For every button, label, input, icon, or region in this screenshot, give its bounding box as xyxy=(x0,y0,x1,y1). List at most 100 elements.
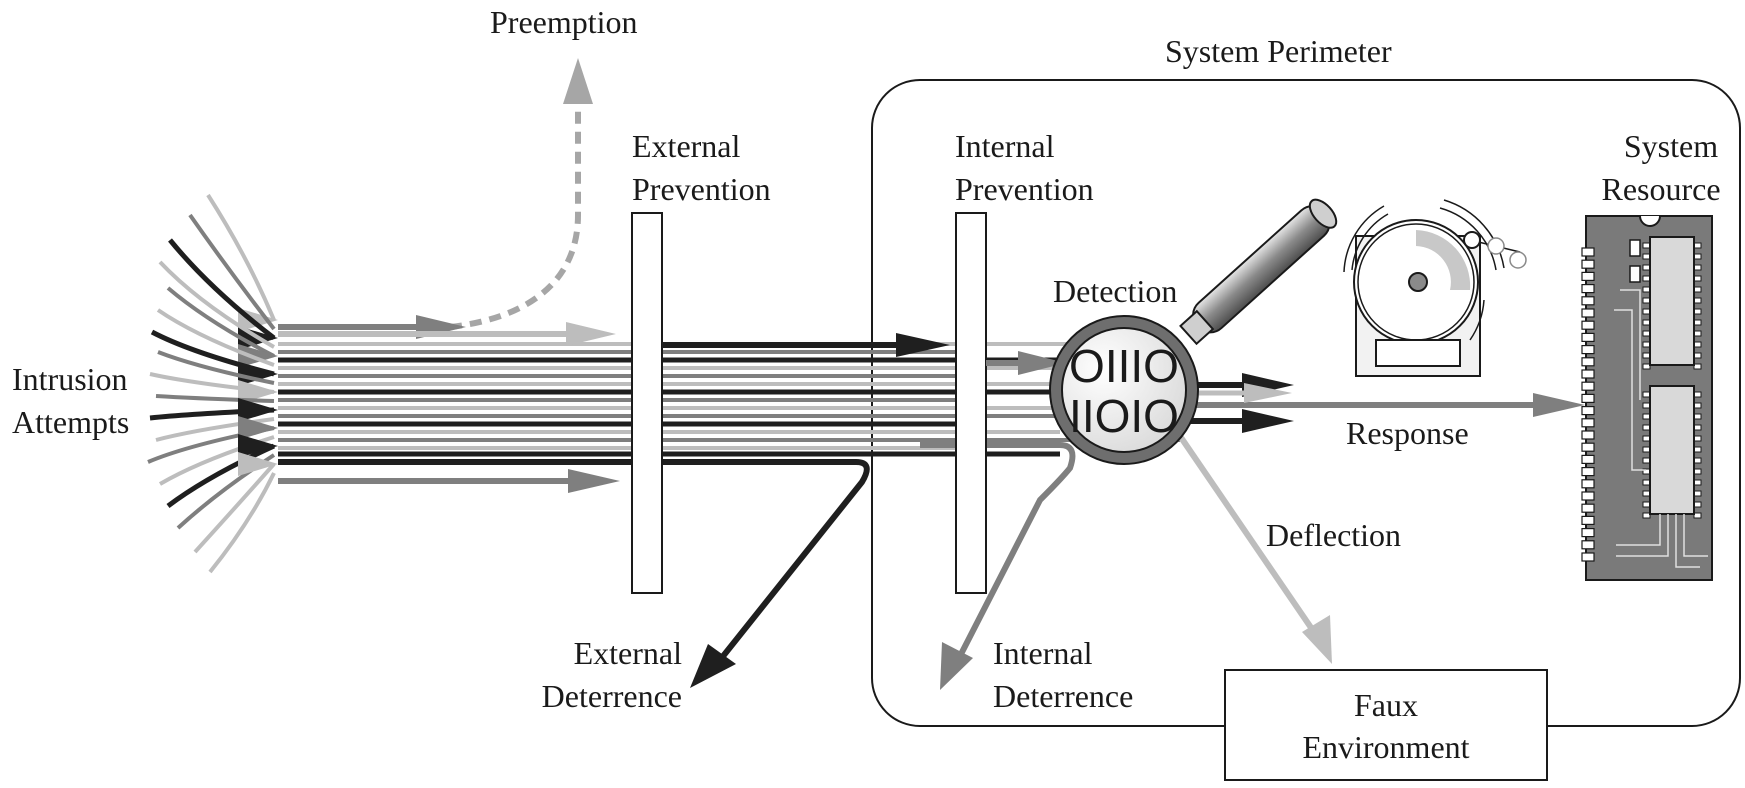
fan-curve xyxy=(156,308,275,367)
magnifier-bits-line-2: IIOIO xyxy=(1069,390,1179,442)
attack-streams xyxy=(278,342,1180,457)
board-edge-pin xyxy=(1581,503,1595,513)
board-edge-pin xyxy=(1581,406,1595,416)
intrusion-fan xyxy=(147,193,278,574)
chip-pin xyxy=(1693,391,1702,398)
fan-curve xyxy=(168,238,276,340)
chip-pin xyxy=(1693,479,1702,486)
board-edge-pin xyxy=(1581,296,1595,306)
stream-arrowhead-d xyxy=(568,469,620,493)
deflection-path xyxy=(1177,434,1319,637)
internal-deterrence-arrowhead xyxy=(940,642,973,690)
label-external-prevention-2: Prevention xyxy=(632,171,771,207)
fan-curve xyxy=(155,417,275,442)
board-edge-pin xyxy=(1581,552,1595,562)
board-pins xyxy=(1581,247,1595,562)
fan-curve xyxy=(208,472,276,574)
chip-pin xyxy=(1693,242,1702,249)
chip-pin xyxy=(1693,446,1702,453)
fan-arrowhead xyxy=(238,416,278,440)
chip-pin xyxy=(1642,242,1651,249)
chip-pin xyxy=(1693,457,1702,464)
label-deflection: Deflection xyxy=(1266,517,1401,553)
chip-pin xyxy=(1642,253,1651,260)
chip-pin xyxy=(1642,413,1651,420)
fan-arrowhead xyxy=(238,362,278,386)
label-faux-environment-1: Faux xyxy=(1354,687,1418,723)
board-edge-pin xyxy=(1581,540,1595,550)
chip-pin xyxy=(1693,286,1702,293)
fan-arrowhead xyxy=(238,434,278,458)
fan-curve xyxy=(166,443,276,509)
board-edge-pin xyxy=(1581,515,1595,526)
board-edge-pin xyxy=(1581,381,1595,391)
label-internal-deterrence-1: Internal xyxy=(993,635,1093,671)
system-resource-board-icon xyxy=(1581,215,1713,581)
chip-pin xyxy=(1693,253,1702,260)
fan-curve xyxy=(188,213,276,331)
label-external-prevention-1: External xyxy=(632,128,741,164)
chip-pin xyxy=(1642,402,1651,409)
faux-environment-box xyxy=(1224,669,1548,781)
chip-pin xyxy=(1642,319,1651,326)
chip-pin xyxy=(1642,352,1651,359)
chip-pin xyxy=(1693,501,1702,508)
chip-pin xyxy=(1693,512,1702,519)
board-edge-pin xyxy=(1581,467,1595,477)
chip-pin xyxy=(1693,413,1702,420)
label-response: Response xyxy=(1346,415,1469,451)
label-system-perimeter: System Perimeter xyxy=(1165,33,1392,69)
fan-curve xyxy=(206,193,276,321)
board-edge-pin xyxy=(1581,454,1595,464)
response-arrowhead xyxy=(1533,393,1585,417)
internal-prevention-wall xyxy=(955,212,987,594)
chip-pin xyxy=(1642,512,1651,519)
label-external-deterrence-1: External xyxy=(574,635,683,671)
chip-pin xyxy=(1693,275,1702,282)
exit-arrowhead-3 xyxy=(1244,383,1292,403)
chip-pin xyxy=(1642,490,1651,497)
external-deterrence-path xyxy=(278,459,870,662)
external-deterrence-arrowhead xyxy=(690,644,736,688)
chip-pin xyxy=(1693,264,1702,271)
chip-pin xyxy=(1693,424,1702,431)
chip-pin xyxy=(1642,479,1651,486)
chip-pin xyxy=(1693,330,1702,337)
board-edge-pin xyxy=(1581,442,1595,452)
fan-arrowhead xyxy=(238,308,278,332)
chip-pin xyxy=(1642,435,1651,442)
stream-arrowhead-b xyxy=(566,322,616,346)
chip-pin xyxy=(1642,264,1651,271)
label-system-resource-1: System xyxy=(1624,128,1718,164)
label-internal-deterrence-2: Deterrence xyxy=(993,678,1133,714)
chip-pin xyxy=(1693,490,1702,497)
chip-pin xyxy=(1693,352,1702,359)
label-detection: Detection xyxy=(1053,273,1177,309)
fan-arrowhead xyxy=(238,452,278,476)
board-edge-pin xyxy=(1581,479,1595,489)
stream-arrowhead-e xyxy=(1018,351,1066,375)
exit-arrowhead-2 xyxy=(1242,409,1294,433)
board-edge-pin xyxy=(1581,418,1595,428)
chip-pin xyxy=(1642,424,1651,431)
label-system-resource-2: Resource xyxy=(1601,171,1720,207)
board-edge-pin xyxy=(1581,527,1595,538)
chip-pin xyxy=(1642,286,1651,293)
chip-pin xyxy=(1693,363,1702,370)
chip-pin xyxy=(1642,501,1651,508)
label-internal-prevention-1: Internal xyxy=(955,128,1055,164)
board-edge-pin xyxy=(1581,332,1595,342)
chip-pin xyxy=(1693,435,1702,442)
board-edge-pin xyxy=(1581,284,1595,294)
fan-curve xyxy=(193,462,276,554)
board-edge-pin xyxy=(1581,259,1595,269)
chip-pin xyxy=(1642,330,1651,337)
chip-pin xyxy=(1693,297,1702,304)
chip-pin xyxy=(1642,363,1651,370)
fan-curve xyxy=(166,286,275,358)
board-edge-pin xyxy=(1581,357,1595,367)
chip-pin xyxy=(1693,341,1702,348)
fan-arrowhead xyxy=(238,380,278,404)
label-intrusion-attempts-1: Intrusion xyxy=(12,361,128,397)
